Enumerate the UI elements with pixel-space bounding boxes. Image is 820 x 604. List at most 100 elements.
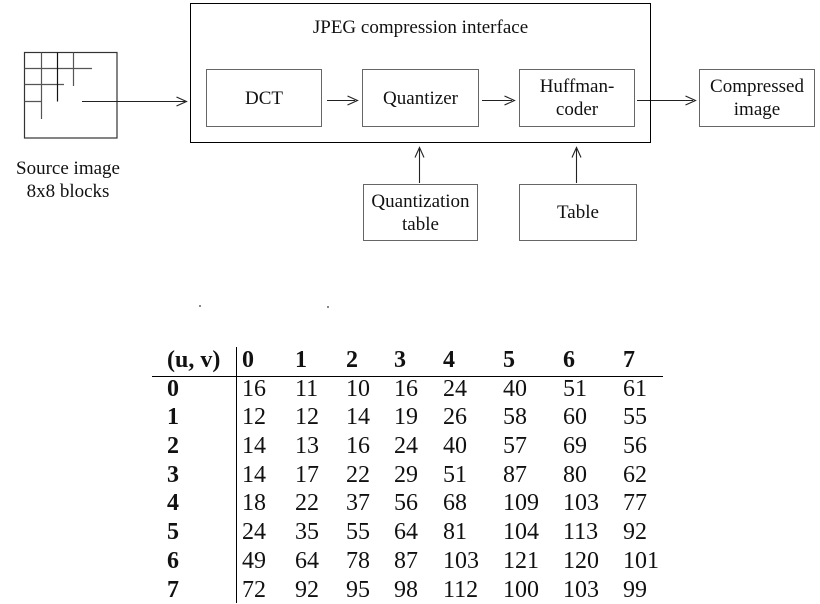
qt-cell-4-6: 103 [563,490,599,517]
huffman-label-line2: coder [555,99,599,120]
qt-cell-2-4: 40 [443,433,467,460]
qt-cell-1-6: 60 [563,404,587,431]
source-image-sketch [23,51,118,139]
qt-cell-0-3: 16 [394,375,418,402]
qt-cell-5-3: 64 [394,519,418,546]
source-image-caption-line1: Source image [16,158,120,179]
qt-cell-3-0: 14 [242,461,266,488]
stray-dot [327,306,329,308]
stray-dot [199,305,201,307]
qt-cell-4-0: 18 [242,490,266,517]
qt-cell-7-4: 112 [443,576,479,603]
qt-cell-0-7: 61 [623,375,647,402]
qt-cell-5-6: 113 [563,519,599,546]
qt-row-label-0: 0 [167,375,179,402]
qt-cell-5-1: 35 [295,519,319,546]
table-header-rule [152,375,663,377]
qt-cell-3-3: 29 [394,461,418,488]
qt-cell-6-2: 78 [346,547,370,574]
dct-label: DCT [245,87,283,109]
qt-cell-1-1: 12 [295,404,319,431]
arrow-source-to-interface [82,96,188,107]
qt-cell-4-1: 22 [295,490,319,517]
qt-cell-1-4: 26 [443,404,467,431]
dct-box: DCT [206,69,322,127]
quantization-table-box: Quantization table [363,184,478,241]
qt-cell-6-7: 101 [623,547,659,574]
qt-col-header-6: 6 [563,347,575,373]
qt-cell-7-1: 92 [295,576,319,603]
qt-cell-0-2: 10 [346,375,370,402]
qt-cell-2-7: 56 [623,433,647,460]
huffman-table-label: Table [557,202,599,223]
qt-cell-7-6: 103 [563,576,599,603]
qt-cell-6-1: 64 [295,547,319,574]
arrow-quanttable-to-quantizer [414,146,425,183]
qt-cell-2-0: 14 [242,433,266,460]
compressed-image-box: Compressed image [699,69,815,127]
qt-cell-6-5: 121 [503,547,539,574]
compressed-label-line1: Compressed [710,76,804,97]
qt-cell-4-7: 77 [623,490,647,517]
quantizer-label: Quantizer [383,87,458,109]
qt-cell-5-0: 24 [242,519,266,546]
qt-cell-6-6: 120 [563,547,599,574]
qt-row-label-4: 4 [167,490,179,517]
huffman-table-box: Table [519,184,637,241]
quantization-table-label-line1: Quantization [371,190,470,212]
quantization-table-label-line2: table [402,213,439,235]
qt-row-label-3: 3 [167,461,179,488]
qt-cell-2-3: 24 [394,433,418,460]
qt-cell-6-3: 87 [394,547,418,574]
qt-cell-2-1: 13 [295,433,319,460]
qt-cell-3-1: 17 [295,461,319,488]
qt-cell-3-7: 62 [623,461,647,488]
qt-col-header-0: 0 [242,347,254,373]
qt-cell-1-0: 12 [242,404,266,431]
arrow-quantizer-to-huffman [482,95,516,106]
qt-col-header-3: 3 [394,347,406,373]
huffman-coder-box: Huffman- coder [519,69,635,127]
qt-cell-6-4: 103 [443,547,479,574]
qt-col-header-5: 5 [503,347,515,373]
arrow-table-to-huffman [571,146,582,183]
qt-cell-5-7: 92 [623,519,647,546]
qt-cell-2-5: 57 [503,433,527,460]
qt-cell-0-1: 11 [295,375,319,402]
source-image-caption: Source image 8x8 blocks [2,157,134,203]
qt-cell-5-5: 104 [503,519,539,546]
jpeg-interface-box: JPEG compression interface [190,3,651,143]
qt-cell-0-4: 24 [443,375,467,402]
qt-cell-1-2: 14 [346,404,370,431]
qt-cell-0-5: 40 [503,375,527,402]
qt-cell-4-2: 37 [346,490,370,517]
qt-row-label-5: 5 [167,519,179,546]
qt-cell-2-6: 69 [563,433,587,460]
qt-row-label-2: 2 [167,433,179,460]
qt-col-header-1: 1 [295,347,307,373]
qt-cell-2-2: 16 [346,433,370,460]
qt-col-header-4: 4 [443,347,455,373]
qt-row-label-1: 1 [167,404,179,431]
table-divider-line [235,347,238,603]
qt-col-header-7: 7 [623,347,635,373]
qt-cell-1-5: 58 [503,404,527,431]
qt-cell-7-3: 98 [394,576,418,603]
qt-cell-7-2: 95 [346,576,370,603]
qt-cell-3-6: 80 [563,461,587,488]
qt-cell-5-2: 55 [346,519,370,546]
huffman-label-line1: Huffman- [539,76,615,97]
qt-cell-7-5: 100 [503,576,539,603]
qt-cell-5-4: 81 [443,519,467,546]
qt-cell-4-3: 56 [394,490,418,517]
qt-cell-4-4: 68 [443,490,467,517]
qt-cell-6-0: 49 [242,547,266,574]
arrow-huffman-to-compressed [637,95,697,106]
qt-cell-0-6: 51 [563,375,587,402]
compressed-label-line2: image [733,99,781,120]
qt-cell-7-7: 99 [623,576,647,603]
